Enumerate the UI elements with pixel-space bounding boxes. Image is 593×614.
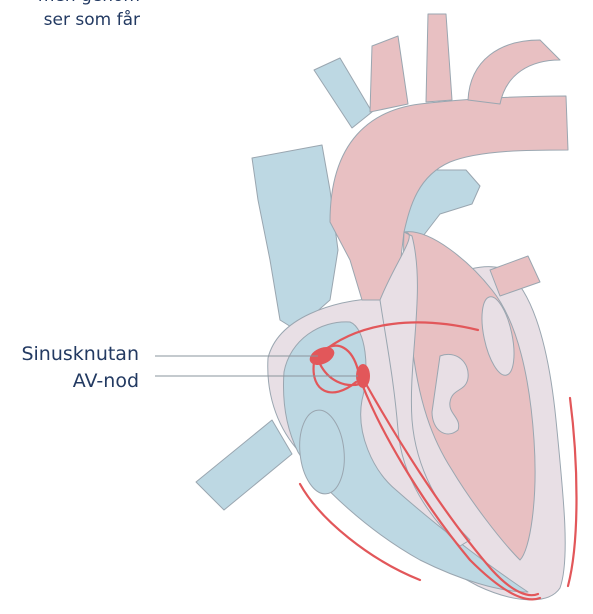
superior-vena-cava [252, 145, 338, 330]
inferior-vena-cava [196, 420, 292, 510]
upper-pulmonary-vessel [314, 58, 372, 128]
bundle-branch-left-2 [568, 398, 577, 586]
pulmonary-vein-right [490, 256, 540, 296]
av-node [356, 364, 370, 388]
brachiocephalic-artery [370, 36, 408, 112]
left-subclavian-artery [468, 40, 560, 104]
left-carotid-artery [426, 14, 452, 102]
